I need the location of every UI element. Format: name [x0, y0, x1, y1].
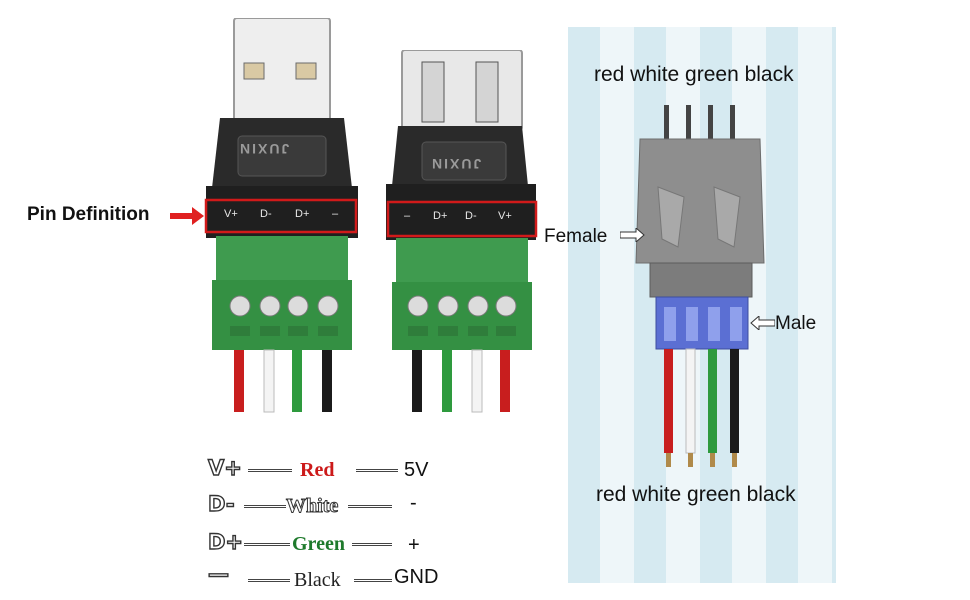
- legend-line: [356, 469, 398, 472]
- legend-color-white: White: [285, 495, 339, 518]
- legend-line: [354, 579, 392, 582]
- male-label: Male: [775, 313, 817, 334]
- female-arrow-icon: [620, 228, 645, 242]
- male-pin-2: D-: [260, 208, 272, 220]
- legend-line: [244, 543, 290, 546]
- legend-color-green: Green: [292, 533, 345, 555]
- female-pin-4: V+: [498, 210, 512, 222]
- legend-value: +: [408, 534, 420, 556]
- male-usb-plug: [204, 18, 358, 413]
- pin-definition-label: Pin Definition: [27, 204, 150, 225]
- male-pin-4: –: [332, 208, 339, 220]
- legend-row-dplus: D+ Green +: [207, 529, 468, 560]
- legend-line: [352, 543, 392, 546]
- legend-row-vplus: V+ Red 5V: [207, 455, 468, 486]
- side-view-panel: [568, 27, 836, 583]
- legend-line: [248, 469, 292, 472]
- legend-color-red: Red: [300, 459, 335, 481]
- legend-symbol: —: [207, 561, 229, 586]
- legend-value: -: [410, 492, 417, 514]
- top-wire-caption: red white green black: [594, 63, 794, 86]
- female-pin-2: D+: [433, 210, 448, 222]
- male-brand-label: JUXIN: [238, 141, 290, 157]
- male-pin-3: D+: [295, 208, 310, 220]
- female-pin-1: –: [404, 210, 411, 222]
- male-pin-1: V+: [224, 208, 238, 220]
- legend-symbol: V+: [207, 455, 242, 480]
- female-usb-plug: [386, 50, 538, 413]
- female-label: Female: [544, 226, 608, 247]
- legend-line: [248, 579, 290, 582]
- side-view-connector: [635, 105, 765, 467]
- legend-value: GND: [394, 566, 439, 588]
- legend-value: 5V: [404, 459, 429, 481]
- legend-line: [244, 505, 286, 508]
- female-pin-3: D-: [465, 210, 477, 222]
- legend-line: [348, 505, 392, 508]
- pin-definition-arrow-icon: [170, 207, 204, 225]
- legend-symbol: D+: [207, 529, 244, 554]
- legend-symbol: D-: [207, 491, 235, 516]
- legend-row-ground: — Black GND: [207, 561, 468, 596]
- bottom-wire-caption: red white green black: [596, 483, 796, 506]
- legend-color-black: Black: [294, 569, 341, 591]
- male-arrow-icon: [750, 316, 775, 330]
- female-brand-label: JUXIN: [430, 156, 482, 172]
- legend-row-dminus: D- White -: [207, 491, 468, 522]
